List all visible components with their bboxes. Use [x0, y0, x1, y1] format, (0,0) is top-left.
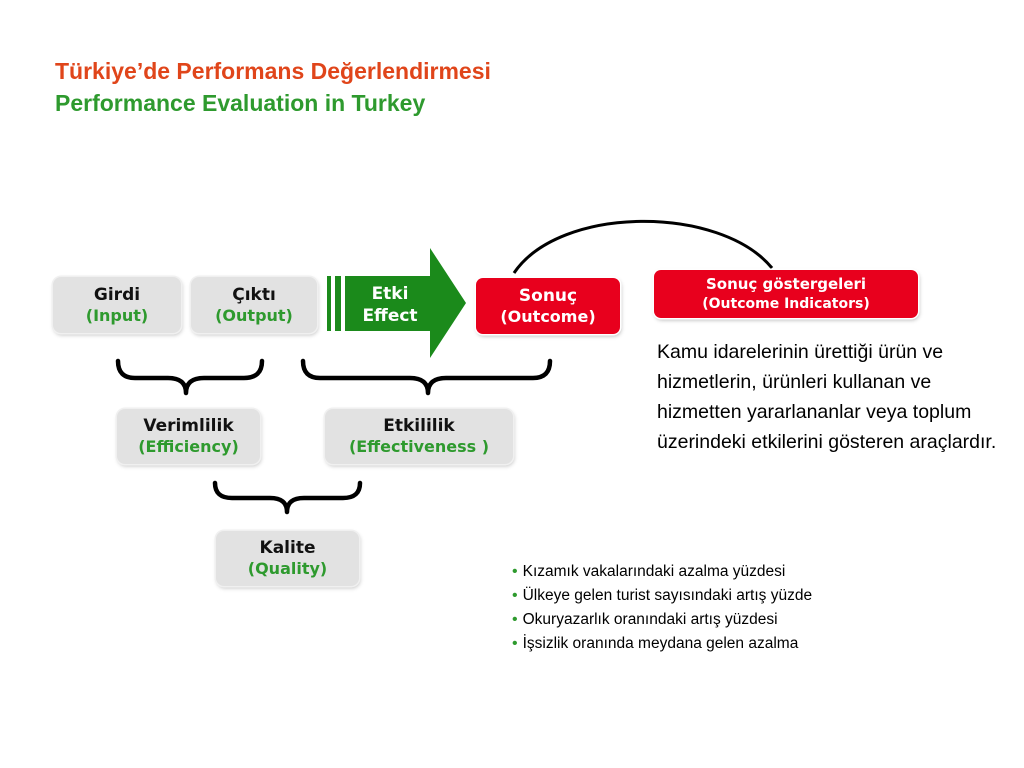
effectiveness-box: Etkililik (Effectiveness )	[325, 409, 513, 464]
arrow-stripe	[327, 276, 331, 331]
list-item: •Kızamık vakalarındaki azalma yüzdesi	[512, 560, 812, 584]
indicator-examples-list: •Kızamık vakalarındaki azalma yüzdesi •Ü…	[512, 560, 812, 656]
outcome-sublabel: (Outcome)	[500, 306, 596, 326]
outcome-indicators-sublabel: (Outcome Indicators)	[702, 295, 870, 312]
efficiency-label: Verimlilik	[143, 416, 234, 437]
effectiveness-label: Etkililik	[383, 416, 455, 437]
title-english: Performance Evaluation in Turkey	[55, 90, 426, 116]
quality-box: Kalite (Quality)	[216, 531, 359, 586]
green-bullet-icon: •	[512, 611, 518, 628]
list-item-text: İşsizlik oranında meydana gelen azalma	[522, 635, 799, 652]
effect-arrow-shape	[345, 248, 466, 358]
connector-arc	[512, 219, 774, 274]
title-turkish: Türkiye’de Performans Değerlendirmesi	[55, 58, 491, 84]
brace-input-output	[115, 358, 265, 396]
effectiveness-sublabel: (Effectiveness )	[348, 437, 490, 457]
efficiency-box: Verimlilik (Efficiency)	[117, 409, 260, 464]
effect-label: Etki	[371, 284, 409, 304]
list-item-text: Ülkeye gelen turist sayısındaki artış yü…	[522, 587, 813, 604]
outcome-indicators-description: Kamu idarelerinin ürettiği ürün ve hizme…	[657, 341, 997, 453]
list-item-text: Kızamık vakalarındaki azalma yüzdesi	[522, 563, 786, 580]
effect-sublabel: Effect	[362, 306, 418, 327]
outcome-indicators-label: Sonuç göstergeleri	[705, 275, 867, 294]
outcome-label: Sonuç	[518, 285, 578, 306]
green-bullet-icon: •	[512, 587, 518, 604]
effect-arrow-label: Etki Effect	[352, 283, 428, 327]
output-label: Çıktı	[232, 284, 276, 305]
arrow-stripe	[335, 276, 341, 331]
green-bullet-icon: •	[512, 563, 518, 580]
green-bullet-icon: •	[512, 635, 518, 652]
list-item: •Ülkeye gelen turist sayısındaki artış y…	[512, 584, 812, 608]
brace-efficiency-effectiveness	[212, 480, 363, 515]
outcome-indicators-box: Sonuç göstergeleri (Outcome Indicators)	[654, 270, 918, 318]
quality-sublabel: (Quality)	[247, 559, 328, 579]
quality-label: Kalite	[259, 538, 316, 559]
input-sublabel: (Input)	[85, 305, 149, 325]
output-sublabel: (Output)	[215, 305, 293, 325]
output-box: Çıktı (Output)	[191, 277, 317, 333]
list-item: •İşsizlik oranında meydana gelen azalma	[512, 632, 812, 656]
list-item-text: Okuryazarlık oranındaki artış yüzdesi	[522, 611, 778, 628]
list-item: •Okuryazarlık oranındaki artış yüzdesi	[512, 608, 812, 632]
efficiency-sublabel: (Efficiency)	[138, 437, 239, 457]
input-box: Girdi (Input)	[53, 277, 181, 333]
outcome-box: Sonuç (Outcome)	[476, 278, 620, 334]
brace-effect-outcome	[300, 358, 553, 396]
input-label: Girdi	[93, 284, 141, 305]
